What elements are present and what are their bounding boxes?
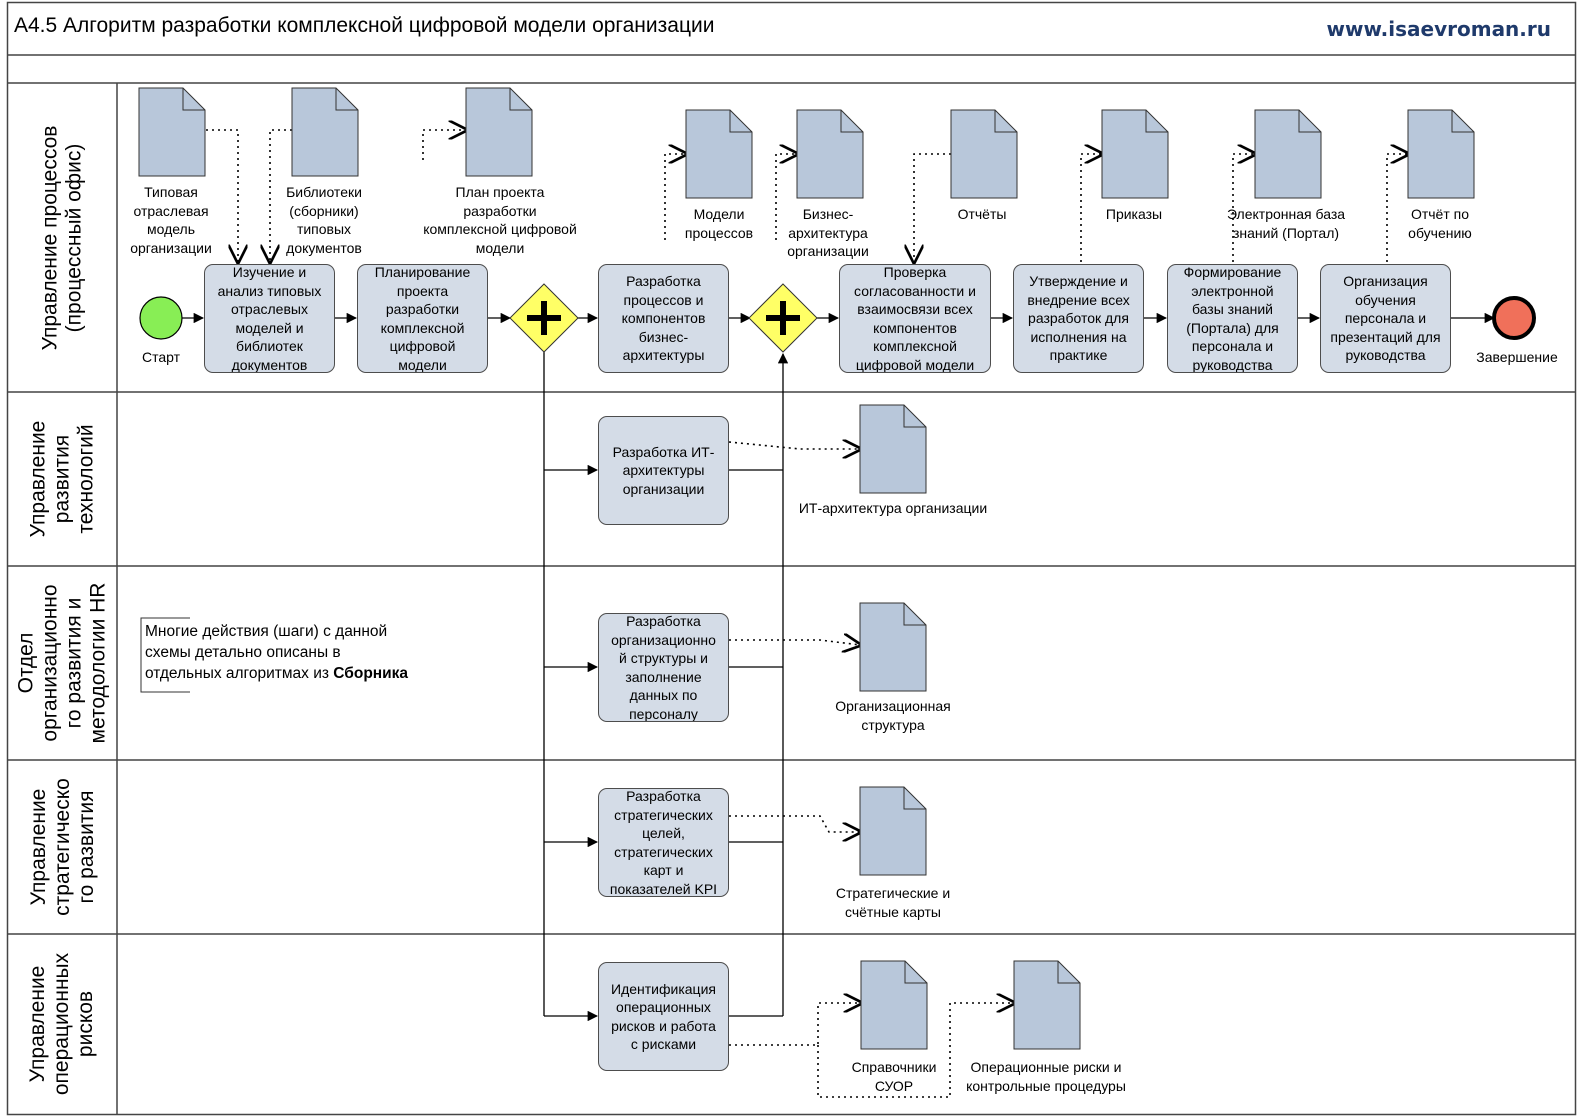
doc-label-orders: Приказы: [1105, 206, 1163, 222]
task-study-models[interactable]: Изучение и анализ типовых отраслевых мод…: [204, 264, 335, 373]
start-label: Старт: [141, 349, 181, 365]
document-icon-training-report[interactable]: [1407, 109, 1475, 199]
task-develop-processes[interactable]: Разработка процессов и компонентов бизне…: [598, 264, 729, 373]
lane-label-strategy: Управление стратегическо го развития: [26, 778, 98, 916]
note-text: Многие действия (шаги) с данной схемы де…: [145, 623, 388, 682]
task-org-structure[interactable]: Разработка организационно й структуры и …: [598, 613, 729, 722]
parallel-gateway-join[interactable]: [748, 283, 818, 353]
document-icon-doc-libraries[interactable]: [291, 87, 359, 177]
note-bracket: [140, 617, 190, 693]
lane-label-technology: Управление развития технологий: [26, 420, 98, 538]
doc-label-suor-references: Справочники СУОР: [851, 1059, 937, 1094]
page-title: А4.5 Алгоритм разработки комплексной циф…: [14, 14, 715, 37]
task-operational-risks[interactable]: Идентификация операционных рисков и рабо…: [598, 962, 729, 1071]
doc-label-business-architecture: Бизнес- архитектура организации: [787, 206, 869, 259]
start-event[interactable]: [139, 296, 183, 340]
doc-label-industry-model: Типовая отраслевая модель организации: [130, 184, 212, 256]
doc-label-org-structure: Организационная структура: [835, 698, 951, 733]
document-icon-it-architecture[interactable]: [859, 404, 927, 494]
note-bold-link[interactable]: Сборника: [333, 665, 409, 682]
annotation-note: Многие действия (шаги) с данной схемы де…: [145, 621, 408, 684]
document-icon-portal[interactable]: [1254, 109, 1322, 199]
task-strategic-goals[interactable]: Разработка стратегических целей, стратег…: [598, 788, 729, 897]
doc-label-operational-risks: Операционные риски и контрольные процеду…: [966, 1059, 1126, 1094]
document-icon-business-architecture[interactable]: [796, 109, 864, 199]
document-icon-project-plan[interactable]: [465, 87, 533, 177]
lane-label-hr: Отдел организационно го развития и метод…: [14, 582, 110, 744]
doc-label-portal: Электронная база знаний (Портал): [1226, 206, 1346, 241]
doc-label-doc-libraries: Библиотеки (сборники) типовых документов: [286, 184, 362, 256]
doc-label-strategy-maps: Стратегические и счётные карты: [835, 885, 951, 920]
parallel-gateway-split[interactable]: [509, 283, 579, 353]
lane-label-risk: Управление операционных рисков: [26, 952, 98, 1096]
lane-label-process-office: Управление процессов (процессный офис): [38, 125, 86, 350]
doc-label-project-plan: План проекта разработки комплексной цифр…: [423, 184, 577, 256]
doc-label-training-report: Отчёт по обучению: [1408, 206, 1472, 241]
sequence-flows: [181, 312, 1496, 1022]
doc-label-reports: Отчёты: [957, 206, 1007, 222]
document-icon-reports[interactable]: [950, 109, 1018, 199]
diagram-frame: [6, 1, 1577, 1116]
document-icon-industry-model[interactable]: [138, 87, 206, 177]
document-icon-org-structure[interactable]: [859, 602, 927, 692]
site-link[interactable]: www.isaevroman.ru: [1326, 17, 1551, 41]
task-training[interactable]: Организация обучения персонала и презент…: [1320, 264, 1451, 373]
doc-label-process-models: Модели процессов: [684, 206, 754, 241]
task-plan-project[interactable]: Планирование проекта разработки комплекс…: [357, 264, 488, 373]
end-event[interactable]: [1492, 296, 1536, 340]
doc-label-it-architecture: ИТ-архитектура организации: [798, 500, 988, 516]
document-icon-operational-risks[interactable]: [1013, 960, 1081, 1050]
document-icon-strategy-maps[interactable]: [859, 786, 927, 876]
data-associations: [206, 130, 1408, 1098]
task-knowledge-base[interactable]: Формирование электронной базы знаний (По…: [1167, 264, 1298, 373]
task-approve-implement[interactable]: Утверждение и внедрение всех разработок …: [1013, 264, 1144, 373]
end-label: Завершение: [1476, 349, 1558, 365]
document-icon-suor-references[interactable]: [860, 960, 928, 1050]
document-icon-orders[interactable]: [1101, 109, 1169, 199]
documents: [138, 87, 1475, 1050]
document-icon-process-models[interactable]: [685, 109, 753, 199]
task-check-consistency[interactable]: Проверка согласованности и взаимосвязи в…: [839, 264, 991, 373]
task-it-architecture[interactable]: Разработка ИТ- архитектуры организации: [598, 416, 729, 525]
